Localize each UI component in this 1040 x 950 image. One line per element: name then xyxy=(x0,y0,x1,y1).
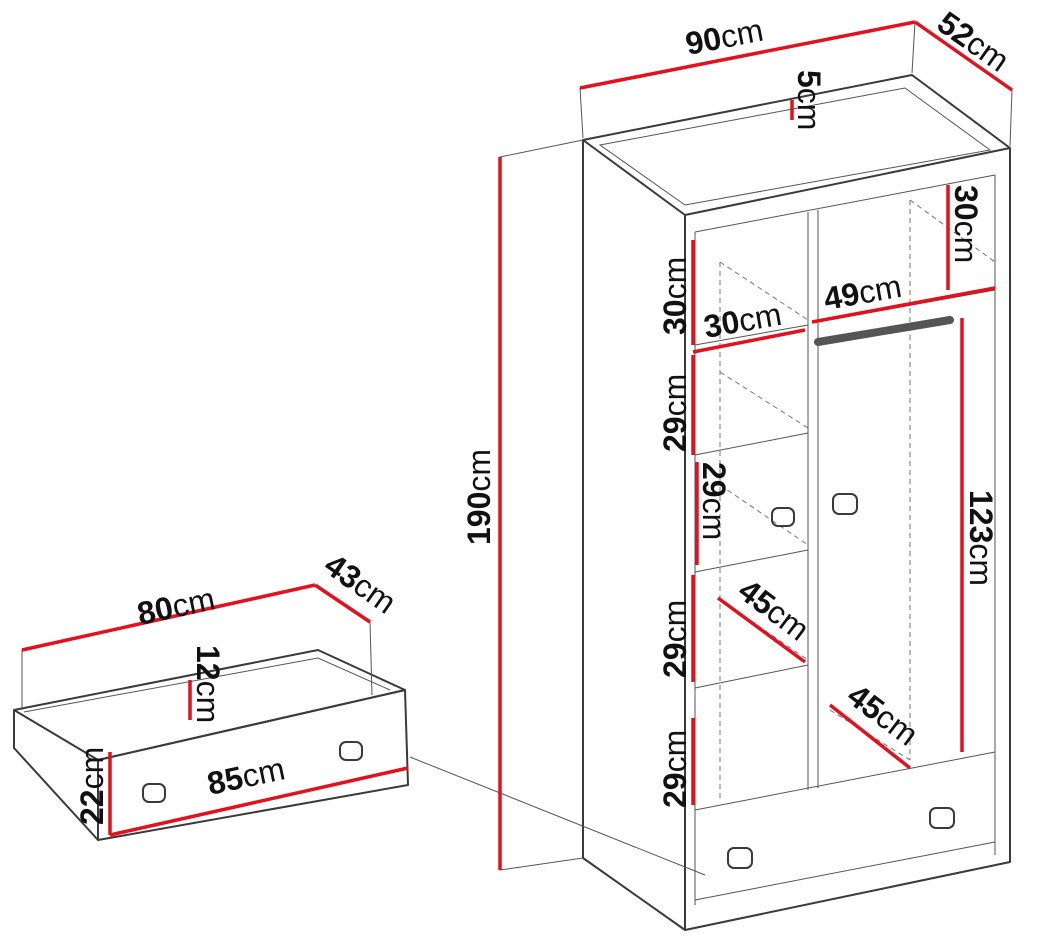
drawer-handle-icon xyxy=(142,783,166,803)
wardrobe-handles xyxy=(727,493,955,869)
wardrobe-outline xyxy=(582,74,1011,931)
label-drawer-width: 80cm xyxy=(134,580,218,631)
label-right-compartment-depth: 45cm xyxy=(841,677,925,753)
label-top-shelf-right-height: 30cm xyxy=(948,185,984,263)
drawer-handle-icon xyxy=(339,741,363,761)
hanging-rail xyxy=(814,316,954,346)
extension-lines xyxy=(409,21,1013,876)
label-wardrobe-depth: 52cm xyxy=(931,4,1016,78)
drawer-handle-icon xyxy=(727,847,753,869)
drawer-handle-icon xyxy=(929,807,955,829)
label-shelf-2-height: 29cm xyxy=(657,374,693,452)
label-hanging-height: 123cm xyxy=(963,490,999,586)
label-shelf-3-height: 29cm xyxy=(696,462,732,540)
label-drawer-front-width: 85cm xyxy=(204,750,288,801)
label-drawer-inner-height: 12cm xyxy=(190,645,226,723)
label-top-shelf-left-height: 30cm xyxy=(657,257,693,335)
drawer-outline xyxy=(13,621,409,841)
wardrobe-dimension-lines xyxy=(498,20,1014,870)
drawer-dimension-lines xyxy=(21,583,409,837)
label-right-compartment-width: 49cm xyxy=(821,268,904,317)
label-top-gap: 5cm xyxy=(791,70,827,130)
shelf-handle-icon xyxy=(771,507,795,527)
door-handle-icon xyxy=(832,493,858,515)
label-left-shelf-width: 30cm xyxy=(701,296,784,345)
label-shelf-4-height: 29cm xyxy=(657,600,693,678)
label-wardrobe-width: 90cm xyxy=(682,12,766,62)
label-wardrobe-height: 190cm xyxy=(461,449,497,545)
label-shelf-5-height: 29cm xyxy=(657,730,693,808)
label-drawer-depth: 43cm xyxy=(318,546,403,620)
label-drawer-front-height: 22cm xyxy=(74,747,110,825)
